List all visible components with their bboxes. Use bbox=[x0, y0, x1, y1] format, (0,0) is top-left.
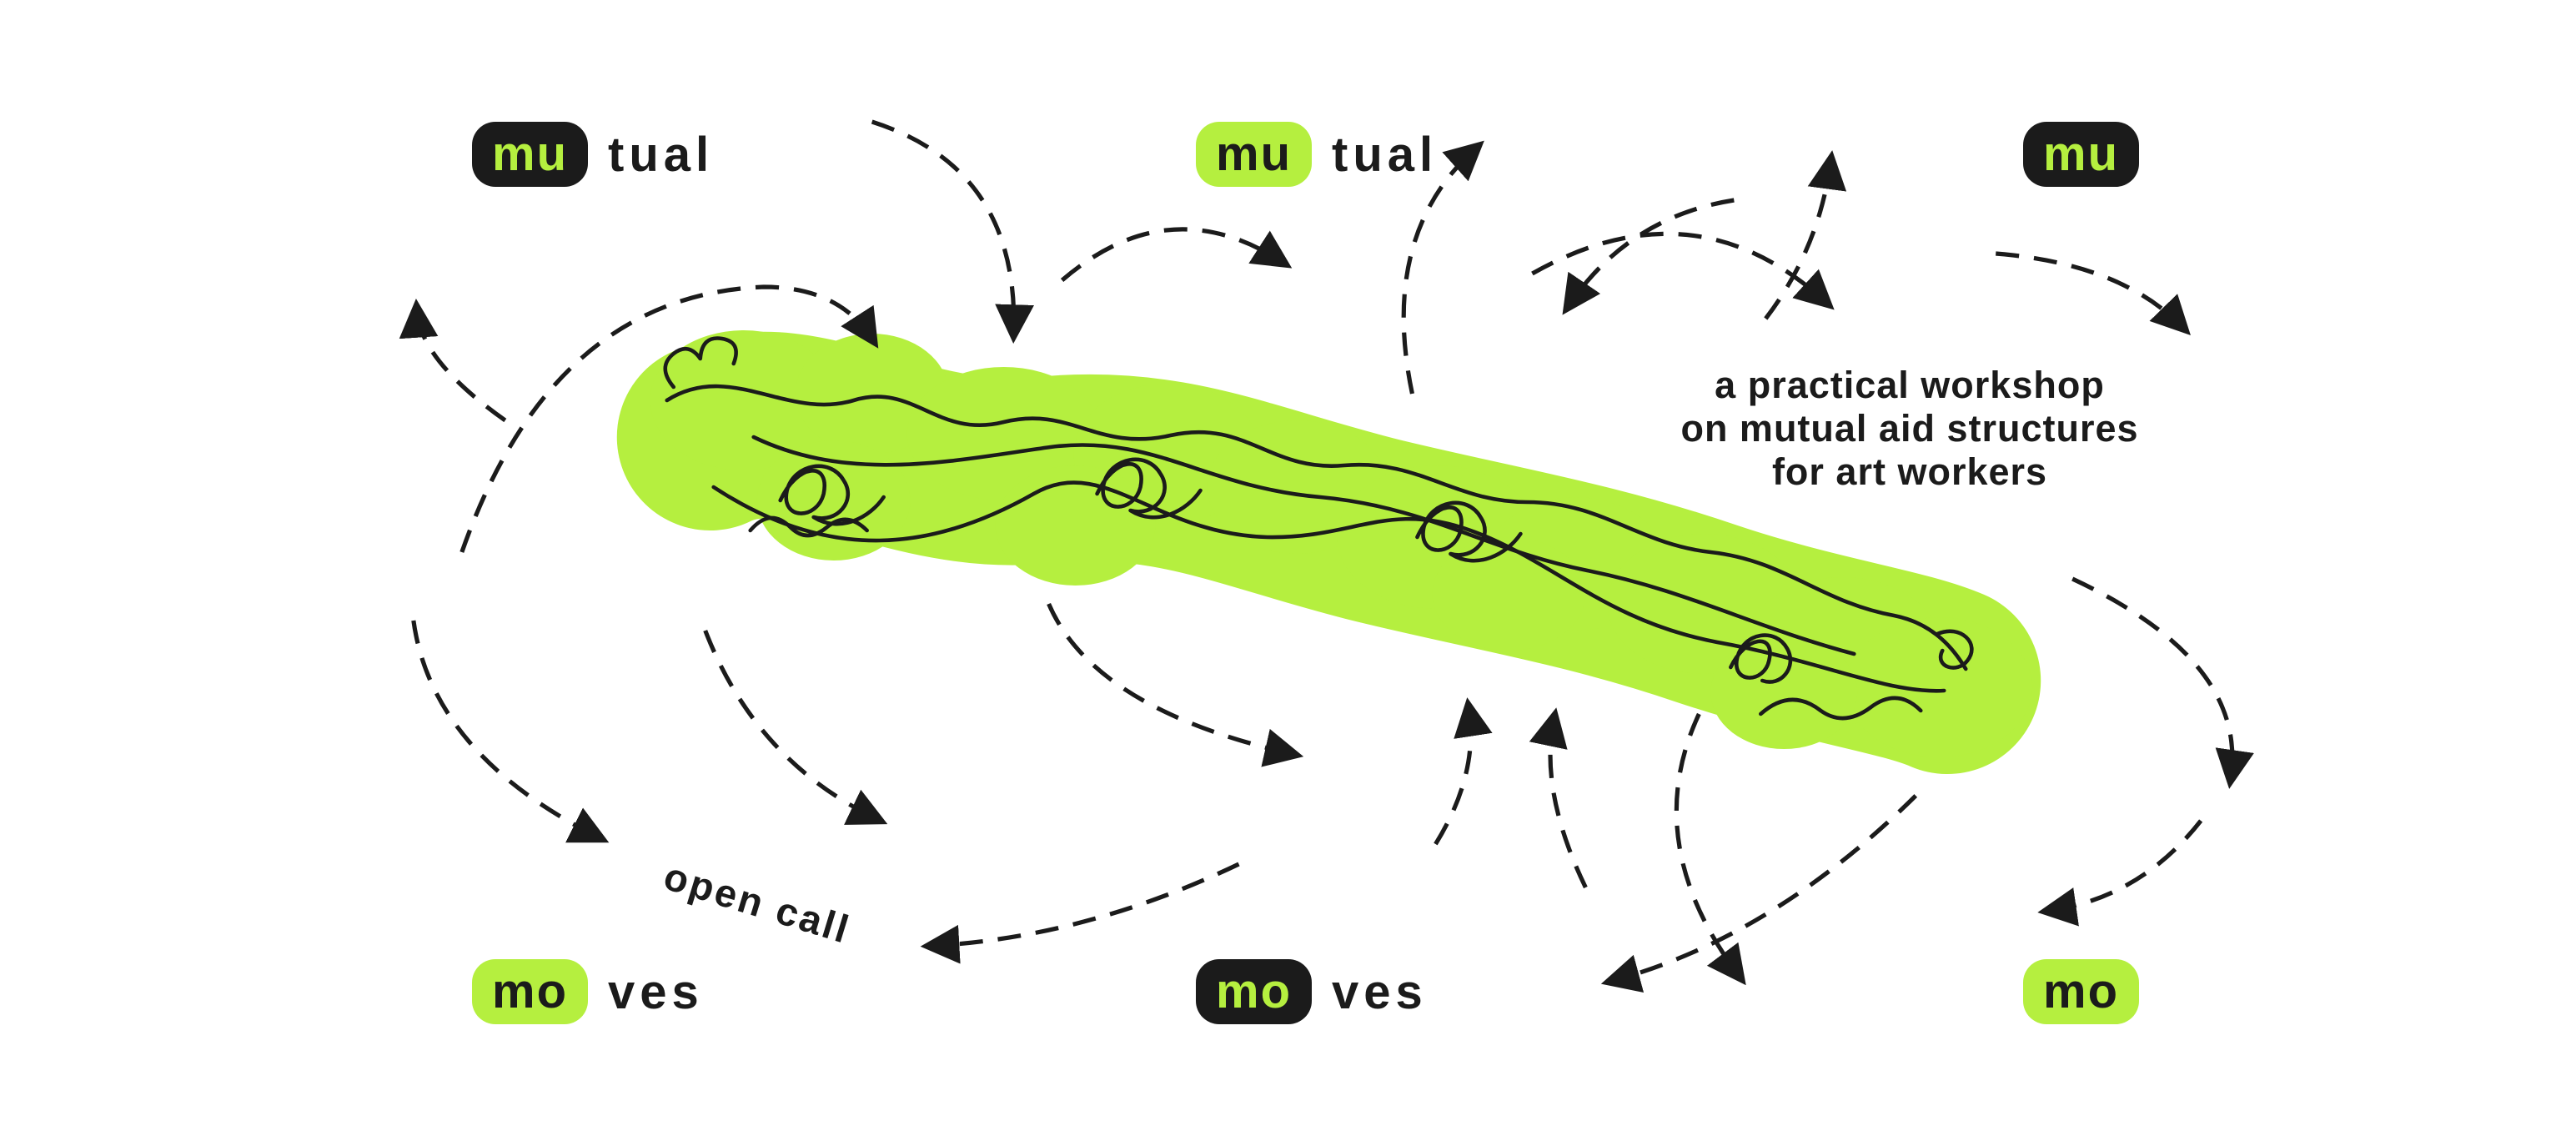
blob-lump bbox=[1710, 636, 1858, 749]
tagline-line-3: for art workers bbox=[1771, 450, 2048, 493]
wordmark-mu-top-right: mu bbox=[2023, 122, 2159, 187]
dashed-arrow-icon bbox=[2071, 576, 2254, 789]
dashed-arrow-icon bbox=[1060, 227, 1293, 282]
blob-lump bbox=[1432, 537, 1586, 651]
wordmark-suffix: tual bbox=[608, 127, 715, 182]
dashed-arrow-icon bbox=[1674, 712, 1746, 986]
dashed-arrow-icon bbox=[399, 298, 507, 423]
dashed-arrow-icon bbox=[1600, 794, 1918, 993]
scribble-fingers bbox=[1759, 696, 1923, 721]
dashed-arrow-icon bbox=[1764, 150, 1847, 320]
dashed-arrows-group bbox=[399, 119, 2254, 993]
dashed-arrow-icon bbox=[2037, 819, 2203, 927]
blob-lump bbox=[906, 367, 1101, 500]
wordmark-mutual-top-center: mu tual bbox=[1196, 122, 1438, 187]
mu-badge: mu bbox=[1196, 122, 1312, 187]
dashed-arrow-icon bbox=[459, 284, 879, 553]
hand-scribble-drawing-icon bbox=[663, 336, 1974, 721]
scribble-line bbox=[665, 384, 1968, 671]
scribble-loops bbox=[1415, 500, 1523, 563]
tagline-line-2: on mutual aid structures bbox=[1680, 407, 2139, 450]
dashed-arrow-icon bbox=[871, 119, 1034, 344]
dashed-arrow-icon bbox=[1531, 231, 1835, 310]
dashed-arrow-icon bbox=[1401, 140, 1484, 395]
scribble-curl bbox=[663, 336, 738, 390]
scribble-fingers bbox=[748, 515, 869, 538]
scribble-curl bbox=[1935, 629, 1974, 670]
dashed-arrow-icon bbox=[411, 620, 610, 843]
wordmark-suffix: tual bbox=[1332, 127, 1439, 182]
dashed-arrow-icon bbox=[1562, 198, 1735, 315]
wordmark-suffix: ves bbox=[608, 964, 704, 1019]
wordmark-mo-bottom-right: mo bbox=[2023, 959, 2159, 1024]
blob-lump bbox=[650, 330, 837, 470]
dashed-arrow-icon bbox=[703, 630, 888, 825]
workshop-tagline: a practical workshop on mutual aid struc… bbox=[1626, 364, 2193, 494]
wordmark-moves-bottom-left: mo ves bbox=[472, 959, 704, 1024]
dashed-arrow-icon bbox=[1434, 697, 1493, 846]
tagline-line-1: a practical workshop bbox=[1715, 364, 2105, 406]
blob-lump bbox=[995, 465, 1156, 586]
scribble-line bbox=[711, 480, 1946, 693]
scribble-loops bbox=[1095, 457, 1203, 520]
scribble-loops bbox=[778, 464, 886, 526]
dashed-arrow-icon bbox=[1047, 602, 1304, 767]
mu-badge: mu bbox=[472, 122, 588, 187]
mo-badge: mo bbox=[2023, 959, 2139, 1024]
wordmark-suffix: ves bbox=[1332, 964, 1428, 1019]
dashed-arrow-icon bbox=[1996, 251, 2191, 336]
mo-badge: mo bbox=[472, 959, 588, 1024]
mo-badge: mo bbox=[1196, 959, 1312, 1024]
wordmark-moves-bottom-center: mo ves bbox=[1196, 959, 1428, 1024]
dashed-arrow-icon bbox=[920, 862, 1240, 964]
wordmark-mutual-top-left: mu tual bbox=[472, 122, 714, 187]
dashed-arrow-icon bbox=[1529, 707, 1588, 889]
blob-lump bbox=[1845, 617, 2033, 757]
mu-badge: mu bbox=[2023, 122, 2139, 187]
scribble-line bbox=[751, 435, 1856, 656]
